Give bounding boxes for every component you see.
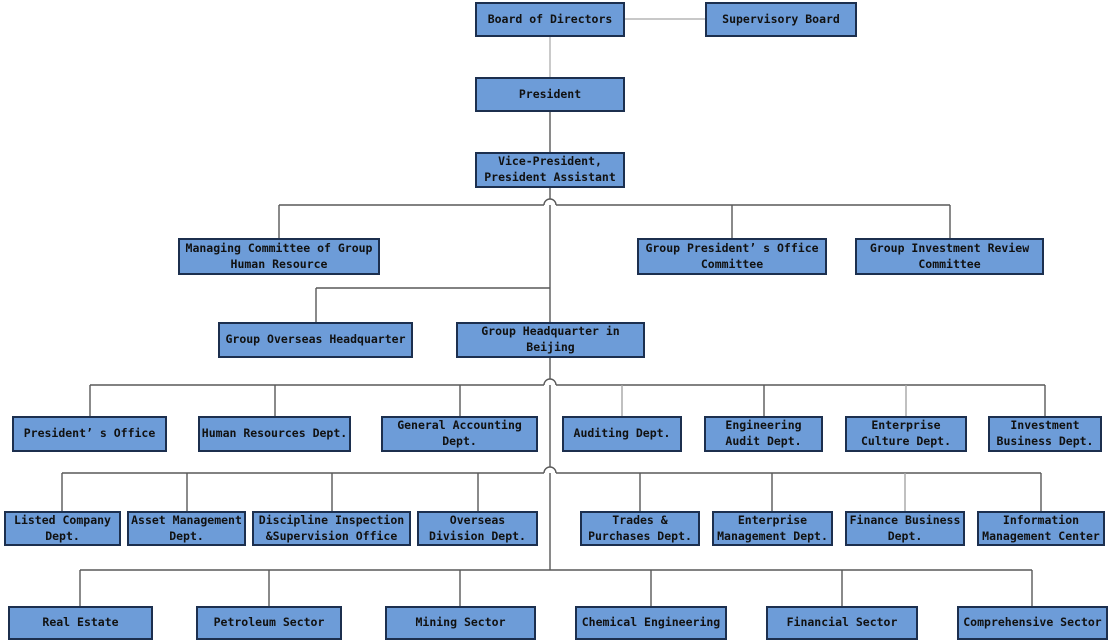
node-discipline-inspection-office: Discipline Inspection &Supervision Offic… — [252, 511, 411, 546]
line-hop — [543, 466, 557, 474]
node-financial-sector: Financial Sector — [766, 606, 918, 640]
node-information-management-center: Information Management Center — [977, 511, 1105, 546]
node-chemical-engineering: Chemical Engineering — [575, 606, 727, 640]
node-label: Chemical Engineering — [581, 615, 721, 630]
node-board-of-directors: Board of Directors — [475, 2, 625, 37]
node-group-headquarter-beijing: Group Headquarter in Beijing — [456, 322, 645, 358]
node-label: Real Estate — [42, 615, 119, 630]
node-label: Enterprise Culture Dept. — [860, 418, 951, 448]
node-comprehensive-sector: Comprehensive Sector — [957, 606, 1108, 640]
node-label: Discipline Inspection &Supervision Offic… — [258, 512, 405, 543]
node-president: President — [475, 77, 625, 112]
node-label: Overseas Division Dept. — [429, 512, 526, 543]
node-managing-committee-hr: Managing Committee of Group Human Resour… — [178, 238, 380, 275]
node-human-resources-dept: Human Resources Dept. — [198, 416, 351, 452]
node-label: Comprehensive Sector — [963, 615, 1102, 630]
node-petroleum-sector: Petroleum Sector — [196, 606, 342, 640]
node-label: Group Investment Review Committee — [869, 240, 1030, 271]
light-connectors — [549, 18, 705, 77]
line-hop — [543, 198, 557, 206]
node-group-investment-review-committee: Group Investment Review Committee — [855, 238, 1044, 275]
node-label: Listed Company Dept. — [14, 512, 111, 543]
node-label: Board of Directors — [487, 11, 613, 26]
node-label: Auditing Dept. — [573, 426, 671, 441]
node-label: President’ s Office — [23, 426, 156, 441]
node-mining-sector: Mining Sector — [385, 606, 536, 640]
node-label: Human Resources Dept. — [201, 426, 348, 441]
node-label: Information Management Center — [982, 512, 1100, 543]
line-hop — [543, 378, 557, 386]
node-label: Financial Sector — [786, 615, 898, 630]
node-investment-business-dept: Investment Business Dept. — [988, 416, 1102, 452]
node-label: Petroleum Sector — [213, 615, 325, 630]
node-label: Vice-President, President Assistant — [484, 154, 616, 184]
node-real-estate: Real Estate — [8, 606, 153, 640]
node-auditing-dept: Auditing Dept. — [562, 416, 682, 452]
node-label: Group President’ s Office Committee — [645, 240, 819, 271]
node-general-accounting-dept: General Accounting Dept. — [381, 416, 538, 452]
node-label: Mining Sector — [415, 615, 506, 630]
node-vice-president: Vice-President, President Assistant — [475, 152, 625, 188]
node-label: Group Overseas Headquarter — [225, 332, 406, 347]
node-label: President — [518, 86, 582, 101]
node-label: Group Headquarter in Beijing — [481, 324, 620, 354]
node-engineering-audit-dept: Engineering Audit Dept. — [704, 416, 823, 452]
node-label: Asset Management Dept. — [131, 512, 242, 543]
node-label: Finance Business Dept. — [849, 512, 961, 543]
node-label: General Accounting Dept. — [397, 418, 522, 448]
node-asset-management-dept: Asset Management Dept. — [127, 511, 246, 546]
node-label: Supervisory Board — [722, 11, 840, 26]
node-finance-business-dept: Finance Business Dept. — [845, 511, 965, 546]
node-label: Enterprise Management Dept. — [717, 512, 828, 543]
node-label: Engineering Audit Dept. — [725, 418, 802, 448]
dark-connectors — [61, 112, 1046, 606]
node-enterprise-management-dept: Enterprise Management Dept. — [712, 511, 833, 546]
node-group-overseas-headquarter: Group Overseas Headquarter — [218, 322, 413, 358]
node-overseas-division-dept: Overseas Division Dept. — [417, 511, 538, 546]
node-listed-company-dept: Listed Company Dept. — [4, 511, 121, 546]
node-group-presidents-office-committee: Group President’ s Office Committee — [637, 238, 827, 275]
node-enterprise-culture-dept: Enterprise Culture Dept. — [845, 416, 967, 452]
node-label: Trades & Purchases Dept. — [588, 512, 692, 543]
node-trades-purchases-dept: Trades & Purchases Dept. — [580, 511, 700, 546]
node-supervisory-board: Supervisory Board — [705, 2, 857, 37]
node-label: Managing Committee of Group Human Resour… — [185, 240, 373, 271]
node-label: Investment Business Dept. — [996, 418, 1094, 448]
node-presidents-office: President’ s Office — [12, 416, 167, 452]
